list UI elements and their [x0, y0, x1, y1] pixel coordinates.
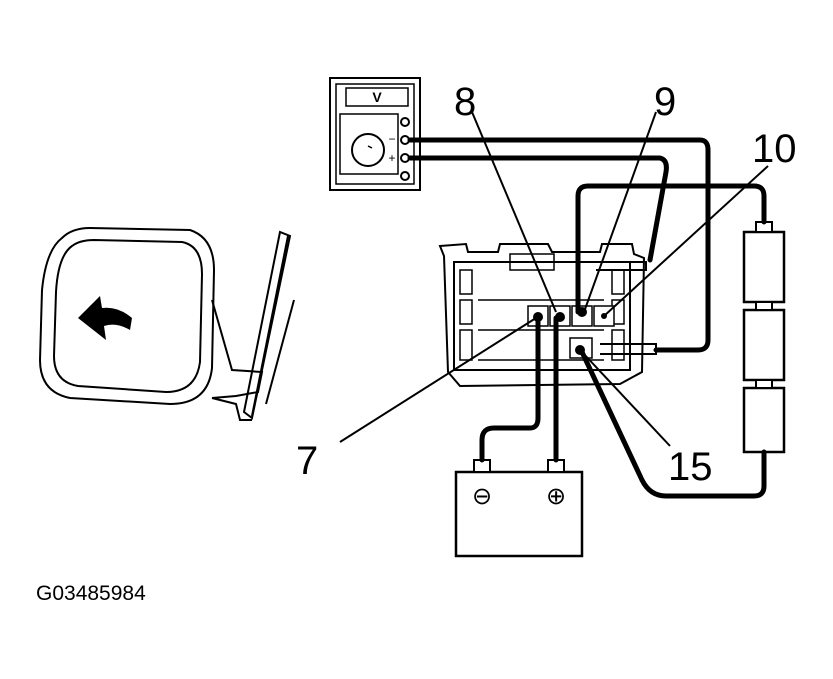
- meter-plus-label: +: [388, 151, 395, 165]
- callout-8: 8: [454, 80, 476, 124]
- meter-display-label: V: [372, 89, 382, 105]
- meter-minus-label: −: [388, 132, 395, 146]
- switch-connector: [438, 242, 657, 388]
- battery-negative-icon: ⊖: [472, 482, 492, 510]
- callout-7: 7: [296, 439, 318, 483]
- figure-id: G03485984: [36, 582, 146, 605]
- wires: [407, 137, 767, 499]
- callout-15: 15: [668, 445, 713, 489]
- battery: ⊖ ⊕: [454, 459, 584, 558]
- side-mirror: [38, 226, 295, 421]
- callout-9: 9: [654, 80, 676, 124]
- callout-10: 10: [752, 127, 797, 171]
- direction-arrow-icon: [78, 296, 132, 340]
- battery-stack: [742, 221, 786, 454]
- voltmeter: V − +: [329, 77, 421, 191]
- leader-lines: [339, 111, 769, 447]
- battery-positive-icon: ⊕: [546, 482, 566, 510]
